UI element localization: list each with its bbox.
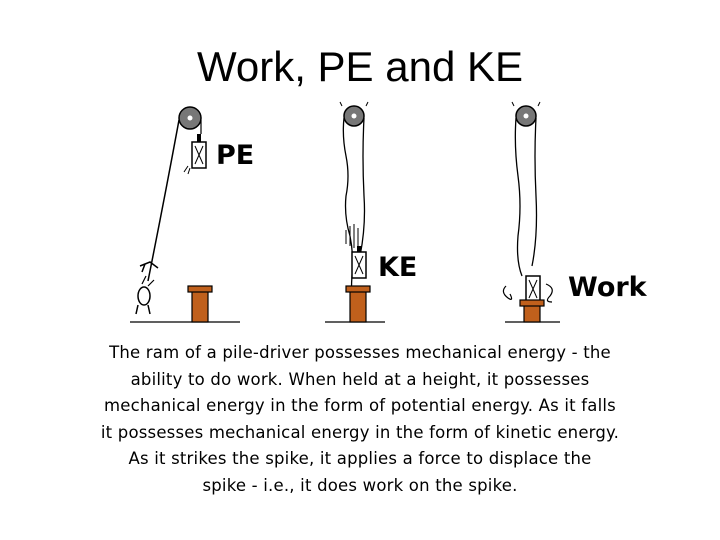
pulley-icon [339, 101, 369, 127]
caption-line: ability to do work. When held at a heigh… [130, 369, 590, 389]
spike-icon [187, 285, 213, 323]
panel-label-work: Work [568, 272, 648, 303]
slide-title: Work, PE and KE [196, 43, 524, 90]
pulley-icon [511, 101, 541, 127]
spike-icon [345, 285, 371, 323]
spike-icon [519, 299, 545, 323]
pile-driver-illustration: PE [120, 96, 680, 336]
falling-ram-icon [345, 224, 367, 279]
worker-icon [135, 261, 159, 315]
caption-line: mechanical energy in the form of potenti… [104, 396, 616, 415]
rope [514, 117, 523, 277]
panel-pe: PE [130, 106, 254, 323]
caption-line: it possesses mechanical energy in the fo… [100, 422, 620, 442]
panel-work: Work [502, 101, 648, 323]
panel-label-pe: PE [216, 140, 254, 171]
panel-ke: KE [325, 101, 417, 323]
impact-ram-icon [502, 275, 553, 303]
caption-line: As it strikes the spike, it applies a fo… [128, 449, 592, 468]
caption-line: spike - i.e., it does work on the spike. [202, 475, 518, 495]
rope [147, 119, 180, 282]
caption-text: The ram of a pile-driver possesses mecha… [40, 340, 680, 499]
rope [342, 117, 357, 322]
panel-label-ke: KE [378, 252, 417, 283]
caption-line: The ram of a pile-driver possesses mecha… [109, 343, 611, 362]
pulley-icon [178, 106, 202, 130]
pile-driver-drawing: PE [130, 101, 648, 323]
ram-weight-icon [183, 134, 207, 175]
